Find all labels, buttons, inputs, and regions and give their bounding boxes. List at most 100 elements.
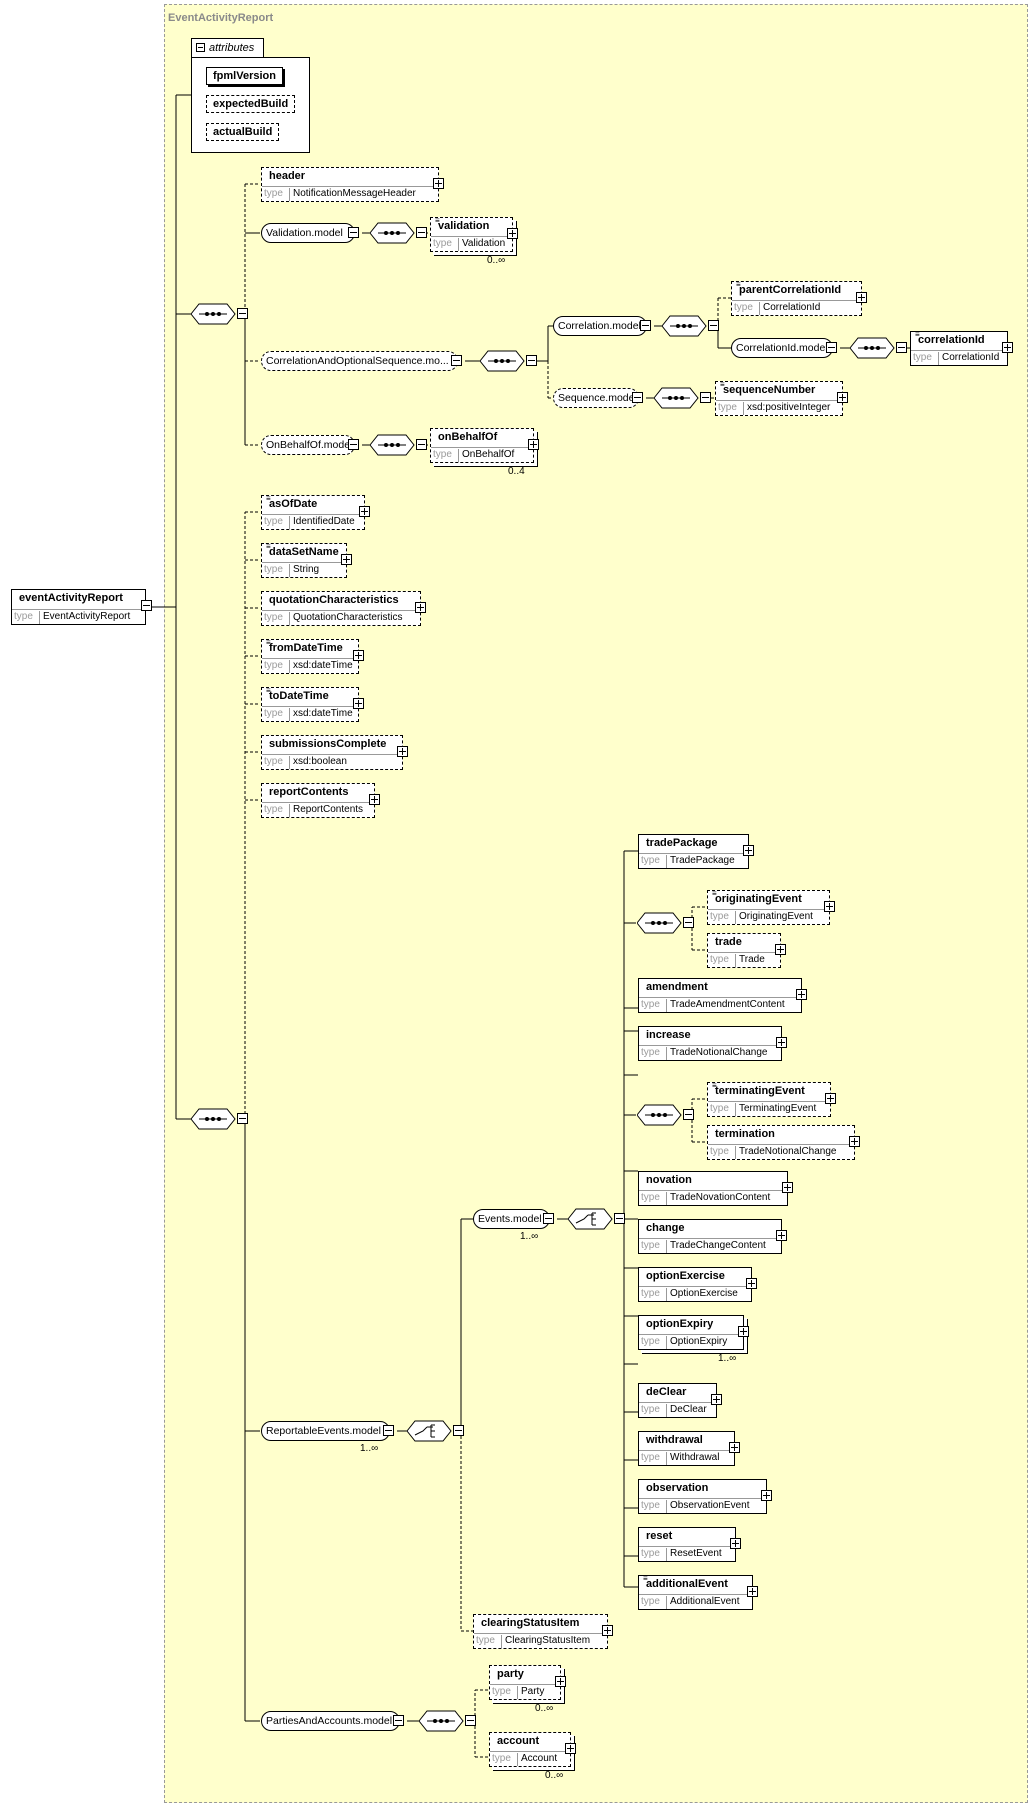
expand-plus-icon[interactable]: [353, 698, 364, 709]
choice-compositor[interactable]: [568, 1208, 626, 1230]
group-parties-accounts-model[interactable]: PartiesAndAccounts.model: [261, 1711, 400, 1731]
attribute-actualbuild[interactable]: actualBuild: [206, 123, 280, 141]
sequence-compositor[interactable]: [370, 222, 428, 244]
expand-plus-icon[interactable]: [796, 989, 807, 1000]
compositor-collapse-icon[interactable]: [683, 1109, 694, 1120]
expand-plus-icon[interactable]: [747, 1586, 758, 1597]
compositor-collapse-icon[interactable]: [896, 342, 907, 353]
group-collapse-icon[interactable]: [393, 1715, 404, 1726]
group-collapse-icon[interactable]: [632, 392, 643, 403]
group-collapse-icon[interactable]: [543, 1213, 554, 1224]
sequence-compositor[interactable]: [419, 1710, 477, 1732]
sequence-compositor[interactable]: [637, 912, 695, 934]
expand-plus-icon[interactable]: [746, 1278, 757, 1289]
sequence-compositor[interactable]: [654, 387, 712, 409]
expand-plus-icon[interactable]: [711, 1394, 722, 1405]
expand-plus-icon[interactable]: [555, 1676, 566, 1687]
expand-plus-icon[interactable]: [776, 1230, 787, 1241]
expand-plus-icon[interactable]: [341, 554, 352, 565]
compositor-collapse-icon[interactable]: [526, 355, 537, 366]
compositor-collapse-icon[interactable]: [708, 320, 719, 331]
expand-plus-icon[interactable]: [856, 292, 867, 303]
expand-plus-icon[interactable]: [729, 1442, 740, 1453]
group-collapse-icon[interactable]: [348, 227, 359, 238]
group-on-behalf-of-model[interactable]: OnBehalfOf.model: [261, 435, 355, 455]
compositor-collapse-icon[interactable]: [614, 1213, 625, 1224]
attributes-collapse-icon[interactable]: [196, 43, 205, 52]
expand-plus-icon[interactable]: [849, 1136, 860, 1147]
expand-plus-icon[interactable]: [775, 944, 786, 955]
expand-plus-icon[interactable]: [397, 746, 408, 757]
expand-plus-icon[interactable]: [369, 794, 380, 805]
compositor-collapse-icon[interactable]: [416, 439, 427, 450]
root-element[interactable]: eventActivityReport type EventActivityRe…: [11, 589, 146, 625]
compositor-collapse-icon[interactable]: [416, 227, 427, 238]
expand-plus-icon[interactable]: [353, 650, 364, 661]
expand-plus-icon[interactable]: [507, 228, 518, 239]
compositor-collapse-icon[interactable]: [683, 917, 694, 928]
compositor-collapse-icon[interactable]: [700, 392, 711, 403]
expand-plus-icon[interactable]: [730, 1538, 741, 1549]
group-collapse-icon[interactable]: [383, 1425, 394, 1436]
expand-plus-icon[interactable]: [1002, 342, 1013, 353]
expand-plus-icon[interactable]: [743, 845, 754, 856]
expand-plus-icon[interactable]: [602, 1625, 613, 1636]
expand-plus-icon[interactable]: [782, 1182, 793, 1193]
group-validation-model[interactable]: Validation.model: [261, 223, 355, 243]
group-correlation-model[interactable]: Correlation.model: [553, 316, 647, 336]
group-collapse-icon[interactable]: [640, 320, 651, 331]
expand-plus-icon[interactable]: [359, 506, 370, 517]
expand-plus-icon[interactable]: [761, 1490, 772, 1501]
choice-compositor[interactable]: [407, 1420, 465, 1442]
expand-plus-icon[interactable]: [415, 602, 426, 613]
sequence-compositor[interactable]: [662, 315, 720, 337]
sequence-compositor[interactable]: [480, 350, 538, 372]
expand-plus-icon[interactable]: [837, 392, 848, 403]
expand-plus-icon[interactable]: [433, 178, 444, 189]
sequence-compositor[interactable]: [191, 1108, 249, 1130]
expand-plus-icon[interactable]: [825, 1093, 836, 1104]
sequence-compositor[interactable]: [850, 337, 908, 359]
sequence-compositor[interactable]: [370, 434, 428, 456]
attribute-fpmlversion[interactable]: fpmlVersion: [206, 67, 283, 85]
expand-plus-icon[interactable]: [776, 1037, 787, 1048]
group-collapse-icon[interactable]: [826, 342, 837, 353]
expand-plus-icon[interactable]: [738, 1326, 749, 1337]
group-sequence-model[interactable]: Sequence.model: [553, 388, 639, 408]
group-correlation-seq-model[interactable]: CorrelationAndOptionalSequence.mo...: [261, 351, 458, 371]
compositor-collapse-icon[interactable]: [237, 1113, 248, 1124]
sequence-compositor[interactable]: [637, 1104, 695, 1126]
expand-plus-icon[interactable]: [565, 1743, 576, 1754]
compositor-collapse-icon[interactable]: [465, 1715, 476, 1726]
group-events-model[interactable]: Events.model: [473, 1209, 550, 1229]
